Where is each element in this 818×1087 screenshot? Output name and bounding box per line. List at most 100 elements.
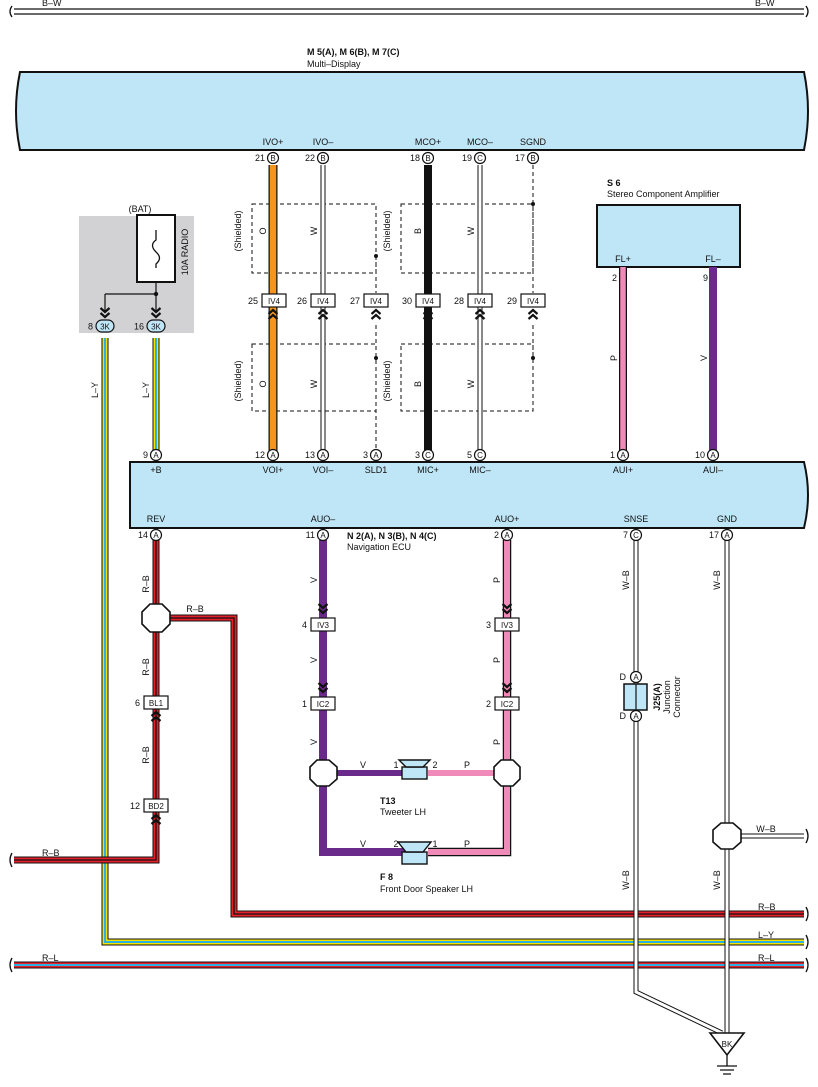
ecu-bottom-pin-conn: A: [504, 531, 510, 540]
shielded-label-2: (Shielded): [233, 360, 243, 401]
svg-text:V: V: [360, 760, 366, 770]
multi-display-pin-name: IVO+: [263, 137, 284, 147]
multi-display-pin-conn: B: [270, 154, 275, 163]
ecu-top-pin-circle: [706, 448, 720, 462]
svg-text:W: W: [309, 226, 319, 235]
svg-text:W–B: W–B: [621, 570, 631, 590]
multi-display-code: M 5(A), M 6(B), M 7(C): [307, 47, 400, 57]
tweeter-name: Tweeter LH: [380, 807, 426, 817]
amp-name: Stereo Component Amplifier: [607, 189, 720, 199]
multi-display-pin-circle: [316, 151, 330, 165]
ecu-top-pin-name: MIC+: [417, 465, 439, 475]
fuse-pin2-num: 16: [134, 322, 144, 332]
svg-text:B: B: [413, 381, 423, 387]
iv3-right-label: IV3: [501, 621, 514, 630]
rb-left-label: R–B: [42, 848, 60, 858]
svg-text:P: P: [492, 657, 502, 663]
ecu-bottom-pin-name: SNSE: [624, 514, 649, 524]
navigation-ecu: N 2(A), N 3(B), N 4(C) Navigation ECU: [129, 461, 809, 552]
ecu-top-pin-num: 1: [610, 450, 615, 460]
bw-left-label: B–W: [42, 0, 62, 8]
multi-display-pin-num: 19: [462, 153, 472, 163]
ic2-left-label: IC2: [317, 700, 330, 709]
ecu-top-pin-conn: A: [710, 451, 716, 460]
ecu-top-pin-num: 5: [467, 450, 472, 460]
multi-display-pin-name: SGND: [520, 137, 547, 147]
svg-text:2: 2: [432, 760, 437, 770]
svg-text:R–B: R–B: [141, 575, 151, 593]
shield-dots: [374, 202, 535, 360]
ecu-top-pin-circle: [616, 448, 630, 462]
ecu-top-pin-name: AUI–: [703, 465, 723, 475]
amp-pin-fl-minus-num: 9: [703, 273, 708, 283]
svg-text:R–B: R–B: [141, 746, 151, 764]
fuse-icon: [151, 230, 161, 268]
bl1-label: BL1: [149, 699, 164, 708]
pin-layer: B21IVO+B22IVO–B18MCO+C19MCO–B17SGNDA9+BA…: [138, 137, 738, 542]
splices: [141, 603, 742, 850]
svg-text:W–B: W–B: [712, 570, 722, 590]
svg-text:O: O: [258, 380, 268, 387]
svg-text:P: P: [464, 839, 470, 849]
multi-display-pin-conn: B: [425, 154, 430, 163]
junction-code: J25(A): [652, 683, 662, 711]
ecu-top-pin-circle: [266, 448, 280, 462]
ecu-bottom-pin-circle: [629, 528, 643, 542]
amp-pin-fl-plus: FL+: [615, 254, 631, 264]
ecu-bottom-pin-name: REV: [147, 514, 166, 524]
ground-icon: [717, 1055, 737, 1075]
ecu-top-pin-name: AUI+: [613, 465, 633, 475]
ecu-top-pin-num: 3: [415, 450, 420, 460]
svg-text:1: 1: [393, 760, 398, 770]
iv4-num: 29: [507, 296, 517, 306]
ecu-top-pin-conn: A: [373, 451, 379, 460]
ecu-top-pin-num: 9: [143, 450, 148, 460]
iv4-label: IV4: [268, 297, 281, 306]
ecu-top-pin-circle: [421, 448, 435, 462]
multi-display-pin-num: 18: [410, 153, 420, 163]
svg-text:2: 2: [393, 839, 398, 849]
tweeter-code: T13: [380, 796, 396, 806]
ecu-top-pin-name: VOI+: [263, 465, 284, 475]
rl-left-label: R–L: [42, 953, 59, 963]
svg-text:P: P: [464, 760, 470, 770]
svg-text:12: 12: [130, 801, 140, 811]
iv4-label: IV4: [370, 297, 383, 306]
svg-text:V: V: [309, 657, 319, 663]
stereo-amplifier: S 6 Stereo Component Amplifier FL+ FL– 2…: [596, 178, 741, 283]
ecu-top-pin-name: +B: [150, 465, 161, 475]
svg-text:3: 3: [486, 620, 491, 630]
svg-text:4: 4: [302, 620, 307, 630]
bd2-label: BD2: [148, 802, 164, 811]
multi-display-pin-conn: C: [477, 154, 483, 163]
ecu-top-pin-name: VOI–: [313, 465, 334, 475]
ecu-bottom-pin-circle: [149, 528, 163, 542]
bus-labels: R–B R–B L–Y R–L R–L: [42, 848, 776, 963]
svg-text:L–Y: L–Y: [90, 382, 100, 398]
bw-right-label: B–W: [755, 0, 775, 8]
svg-text:W–B: W–B: [621, 870, 631, 890]
ecu-top-pin-circle: [316, 448, 330, 462]
iv4-num: 27: [350, 296, 360, 306]
rl-right-label: R–L: [758, 953, 775, 963]
wires: [14, 165, 804, 1036]
svg-text:D: D: [620, 672, 627, 682]
ecu-bottom-pin-conn: A: [153, 531, 159, 540]
multi-display-pin-circle: [266, 151, 280, 165]
multi-display-pin-num: 17: [515, 153, 525, 163]
multi-display-pin-num: 21: [255, 153, 265, 163]
ground-symbol: BK: [708, 1032, 746, 1075]
ecu-top-pin-conn: A: [270, 451, 276, 460]
svg-text:1: 1: [432, 839, 437, 849]
multi-display-pin-circle: [421, 151, 435, 165]
bus-end-caps: [9, 828, 809, 973]
ecu-top-pin-conn: A: [153, 451, 159, 460]
iv3-left-label: IV3: [317, 621, 330, 630]
svg-text:R–B: R–B: [141, 658, 151, 676]
svg-text:P: P: [492, 577, 502, 583]
front-speaker-code: F 8: [380, 872, 393, 882]
ecu-top-pin-conn: A: [620, 451, 626, 460]
shield-labels: (Shielded) (Shielded) (Shielded) (Shield…: [233, 210, 392, 401]
multi-display-pin-circle: [526, 151, 540, 165]
svg-text:A: A: [633, 673, 639, 682]
